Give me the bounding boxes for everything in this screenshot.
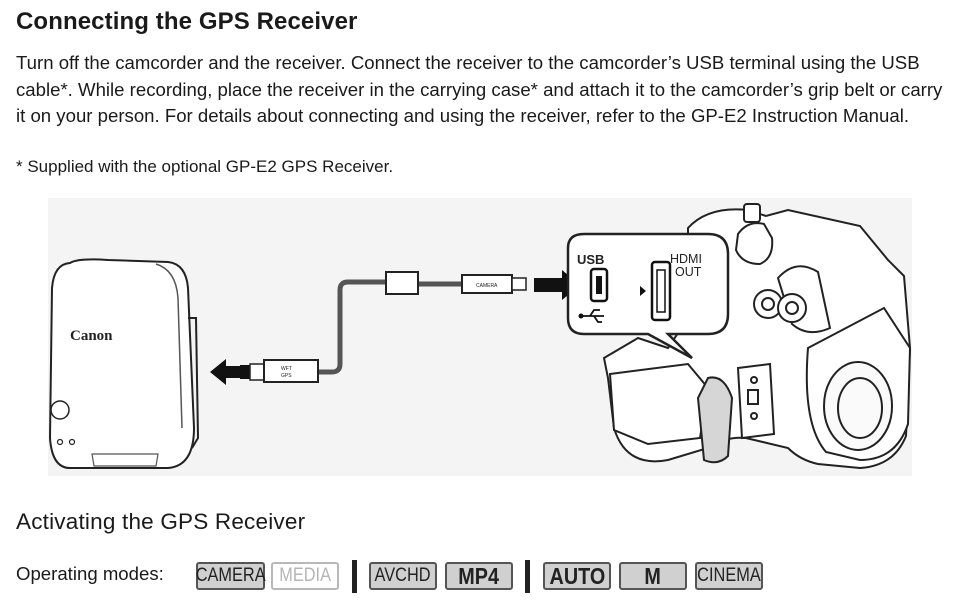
plug-receiver-label: WFT: [281, 366, 292, 372]
mode-badge-manual: M: [619, 562, 687, 590]
section-heading: Activating the GPS Receiver: [16, 509, 306, 534]
mode-badge-media: MEDIA: [271, 562, 339, 590]
port-callout: USB HDMI OUT: [566, 232, 730, 360]
plug-receiver-label-2: GPS: [281, 373, 292, 379]
connection-illustration: Canon WFT GPS CAMERA: [48, 198, 912, 476]
plug-camera-label: CAMERA: [476, 283, 498, 289]
operating-modes-label: Operating modes:: [16, 563, 164, 584]
mode-badge-auto: AUTO: [543, 562, 611, 590]
footnote: * Supplied with the optional GP-E2 GPS R…: [16, 157, 394, 176]
receiver-brand-logo: Canon: [70, 328, 113, 344]
usb-port-label: USB: [577, 252, 604, 267]
gps-receiver-image: Canon: [48, 258, 200, 469]
camcorder-image: [602, 203, 912, 470]
instruction-paragraph: Turn off the camcorder and the receiver.…: [16, 52, 943, 126]
mode-badge-cinema: CINEMA: [695, 562, 763, 590]
mode-badge-camera: CAMERA: [196, 562, 265, 590]
page-title: Connecting the GPS Receiver: [16, 8, 358, 35]
usb-symbol-icon: [582, 309, 604, 323]
hdmi-port-label: HDMI: [670, 252, 702, 266]
usb-cable: WFT GPS CAMERA: [249, 271, 527, 383]
mode-separator: [352, 560, 357, 593]
hdmi-port-label-2: OUT: [675, 265, 702, 279]
mode-separator: [525, 560, 530, 593]
arrow-to-receiver-icon: [210, 359, 240, 385]
mode-badge-avchd: AVCHD: [369, 562, 437, 590]
mode-badge-mp4: MP4: [445, 562, 513, 590]
